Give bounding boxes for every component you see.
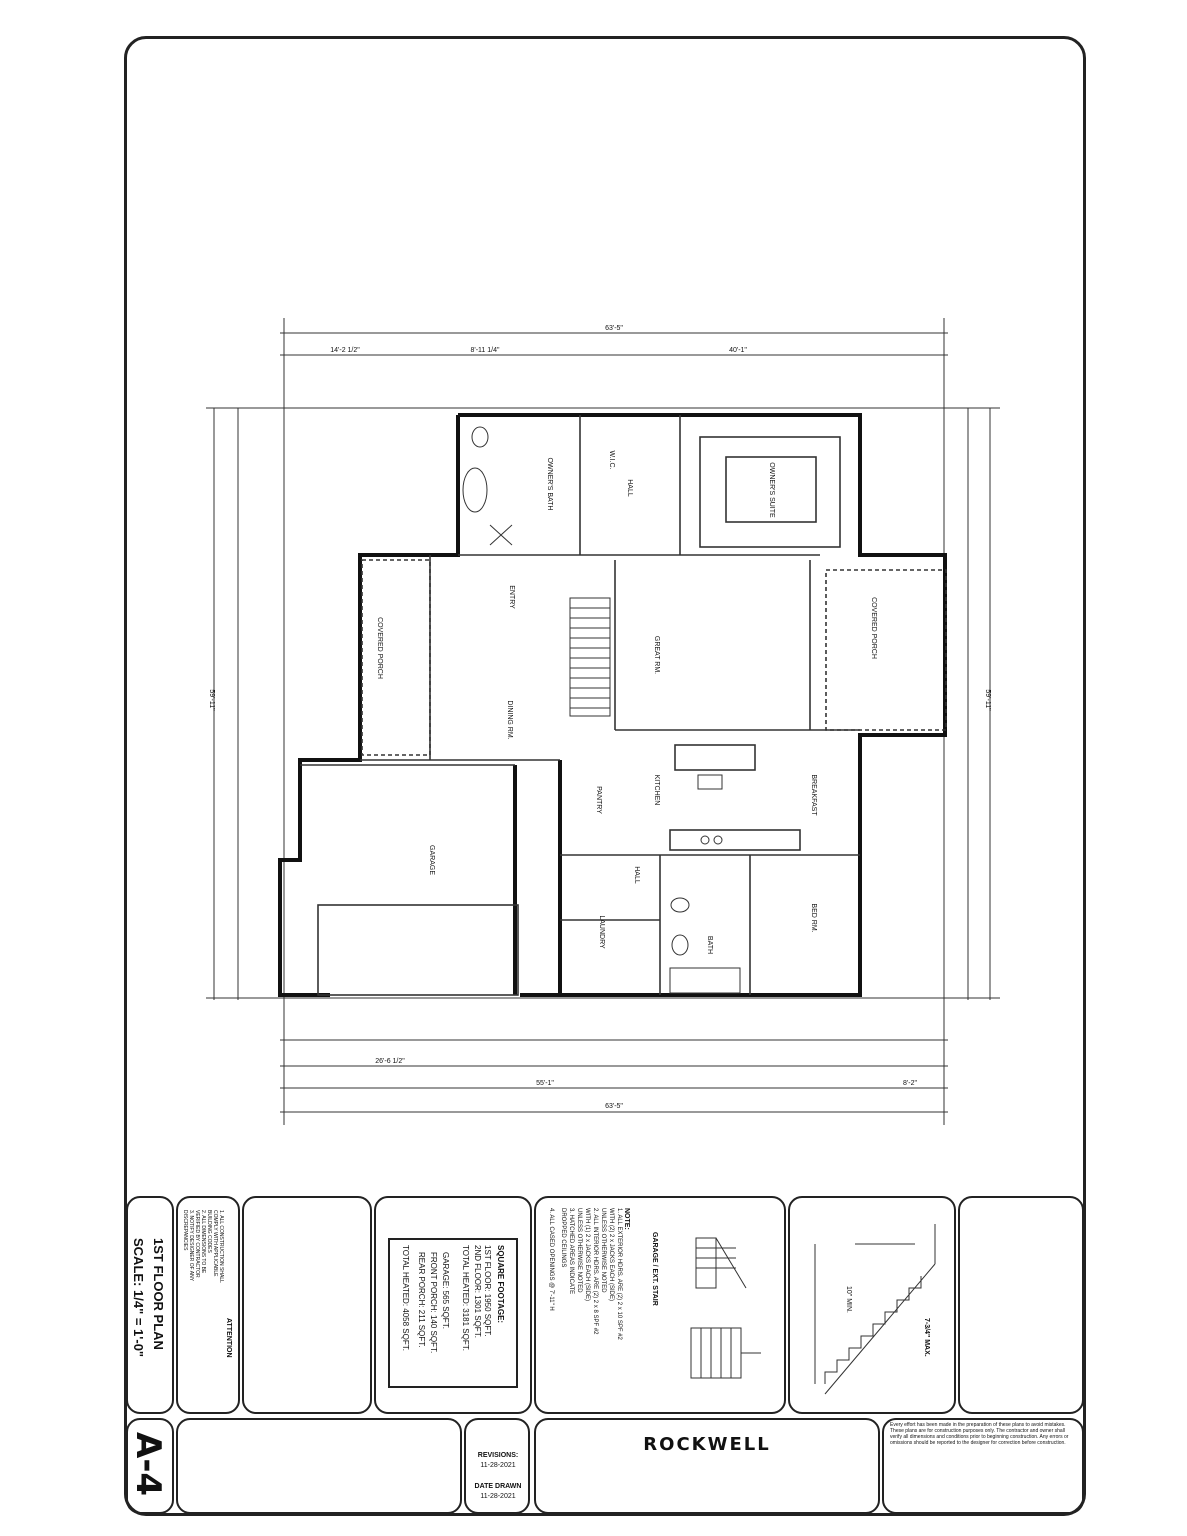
dim-overall-top: 63'-5" <box>605 325 623 332</box>
sqft-garage: GARAGE: 565 SQFT. <box>441 1252 450 1329</box>
project-name: ROCKWELL <box>643 1434 771 1455</box>
dim-bottom-1: 26'-6 1/2" <box>375 1058 405 1065</box>
date-drawn-date: 11-28-2021 <box>480 1493 516 1500</box>
notes-line-5: WITH (1) 2 x JACKS EACH (SIDE) <box>584 1208 590 1302</box>
room-label-great-rm: GREAT RM. <box>653 636 660 674</box>
room-label-kitchen: KITCHEN <box>653 775 660 806</box>
dim-overall-right: 59'-11" <box>984 689 991 711</box>
revisions-date: 11-28-2021 <box>480 1462 516 1469</box>
square-footage-frame <box>388 1238 518 1388</box>
attention-line-1: 1. ALL CONSTRUCTION SHALL <box>218 1210 224 1283</box>
plan-title: 1ST FLOOR PLAN <box>151 1238 166 1350</box>
room-label-pantry: PANTRY <box>595 786 602 814</box>
notes-line-3: UNLESS OTHERWISE NOTED <box>600 1208 606 1293</box>
room-label-dining-rm: DINING RM. <box>506 700 513 739</box>
stair-detail-drawing <box>814 1224 936 1395</box>
room-label-owners-suite: OWNER'S SUITE <box>768 462 775 518</box>
attention-line-5: VERIFIED BY CONTRACTOR <box>194 1210 200 1278</box>
date-drawn-label: DATE DRAWN <box>474 1483 522 1490</box>
attention-line-3: BUILDING CODES <box>206 1210 212 1253</box>
disclaimer-text: Every effort has been made in the prepar… <box>890 1422 1069 1446</box>
title-block-plan-name <box>126 1196 174 1414</box>
blank-box-1 <box>242 1196 372 1414</box>
disclaimer-box <box>882 1418 1084 1514</box>
room-label-bed-rm: BED RM. <box>810 903 817 932</box>
notes-line-6: UNLESS OTHERWISE NOTED <box>576 1208 582 1293</box>
square-footage-box <box>374 1196 532 1414</box>
garage-stair-detail-drawing <box>690 1237 761 1379</box>
dim-overall-bottom: 63'-5" <box>605 1103 623 1110</box>
garage-stair-detail-title: GARAGE / EXT. STAIR <box>651 1232 658 1306</box>
room-label-hall: HALL <box>626 479 633 497</box>
notes-line-4: 2. ALL INTERIOR HDRS. ARE (2) 2 x 8 SPF … <box>592 1208 598 1335</box>
project-name-box <box>534 1418 880 1514</box>
dim-overall-left: 59'-11" <box>208 689 215 711</box>
room-label-bath: BATH <box>706 936 713 954</box>
room-label-hall-lower: HALL <box>633 866 640 884</box>
sqft-front-porch: FRONT PORCH: 140 SQFT. <box>429 1252 438 1354</box>
stair-tread-min: 10" MIN. <box>845 1286 852 1313</box>
sqft-total-heated: TOTAL HEATED: 3181 SQFT. <box>461 1245 470 1351</box>
dim-top-3: 40'-1" <box>729 347 747 354</box>
stair-detail-box <box>788 1196 956 1414</box>
attention-line-6: 3. NOTIFY DESIGNER OF ANY <box>188 1210 194 1282</box>
notes-heading: NOTE: <box>623 1208 630 1230</box>
room-label-wic: W.I.C. <box>608 450 615 469</box>
room-label-covered-porch-front: COVERED PORCH <box>376 617 383 679</box>
attention-line-2: COMPLY WITH APPLICABLE <box>212 1210 218 1277</box>
sqft-first-floor: 1ST FLOOR: 1950 SQFT. <box>483 1245 492 1337</box>
room-label-covered-porch-rear: COVERED PORCH <box>870 597 877 659</box>
sqft-second-floor: 2ND FLOOR: 1301 SQFT. <box>473 1245 482 1338</box>
revisions-label: REVISIONS: <box>477 1452 519 1459</box>
notes-box <box>534 1196 786 1414</box>
blank-box-2 <box>958 1196 1084 1414</box>
sqft-heading: SQUARE FOOTAGE: <box>496 1245 505 1324</box>
sqft-total-area: TOTAL HEATED: 4058 SQFT. <box>401 1245 410 1351</box>
sheet-number-box <box>126 1418 174 1514</box>
sqft-rear-porch: REAR PORCH: 211 SQFT. <box>417 1252 426 1348</box>
dim-top-1: 14'-2 1/2" <box>330 347 360 354</box>
revisions-box <box>464 1418 530 1514</box>
drawing-sheet-border <box>124 36 1086 1516</box>
room-label-garage: GARAGE <box>428 845 435 875</box>
room-label-owners-bath: OWNER'S BATH <box>546 458 553 511</box>
attention-box <box>176 1196 240 1414</box>
room-label-breakfast: BREAKFAST <box>810 774 817 816</box>
notes-line-9: 4. ALL CASED OPENINGS @ 7'-11" H <box>548 1208 554 1311</box>
dim-bottom-2: 55'-1" <box>536 1080 554 1087</box>
notes-line-7: 3. HATCHED AREAS INDICATE <box>568 1208 574 1295</box>
dim-bottom-3: 8'-2" <box>903 1080 917 1087</box>
blank-box-3 <box>176 1418 462 1514</box>
room-label-entry: ENTRY <box>508 585 515 609</box>
attention-line-4: 2. ALL DIMENSIONS TO BE <box>200 1210 206 1274</box>
plan-scale: SCALE: 1/4" = 1'-0" <box>131 1238 146 1358</box>
notes-line-1: 1. ALL EXTERIOR HDRS. ARE (2) 2 x 10 SPF… <box>616 1208 622 1340</box>
dim-top-2: 8'-11 1/4" <box>471 347 501 354</box>
room-label-laundry: LAUNDRY <box>598 915 605 949</box>
sheet-number: A-4 <box>128 1432 168 1497</box>
attention-line-7: DISCREPANCIES <box>182 1210 188 1251</box>
attention-heading: ATTENTION <box>225 1318 232 1358</box>
notes-line-2: WITH (2) 2 x JACKS EACH (SIDE) <box>608 1208 614 1302</box>
notes-line-8: DROPPED CEILINGS <box>560 1208 566 1268</box>
stair-riser-max: 7-3/4" MAX. <box>923 1318 930 1357</box>
